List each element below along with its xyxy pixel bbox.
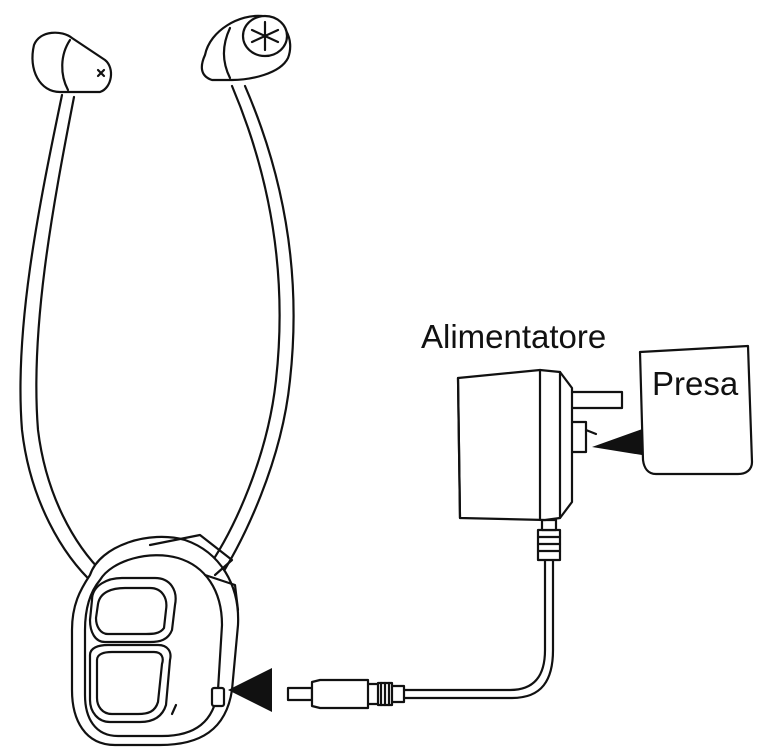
power-adapter-label: Alimentatore: [421, 318, 607, 355]
receiver-body: [70, 533, 240, 747]
wall-socket-label: Presa: [652, 365, 739, 402]
right-earpiece: [200, 14, 292, 82]
arrow-left-icon: [228, 668, 272, 712]
arrow-left-icon: [592, 427, 648, 456]
power-adapter-icon: [456, 368, 624, 522]
power-cable: [286, 518, 562, 710]
stethoscope-headset-icon: [19, 14, 295, 747]
left-earpiece: [31, 31, 113, 94]
wall-socket-icon: [638, 344, 754, 476]
